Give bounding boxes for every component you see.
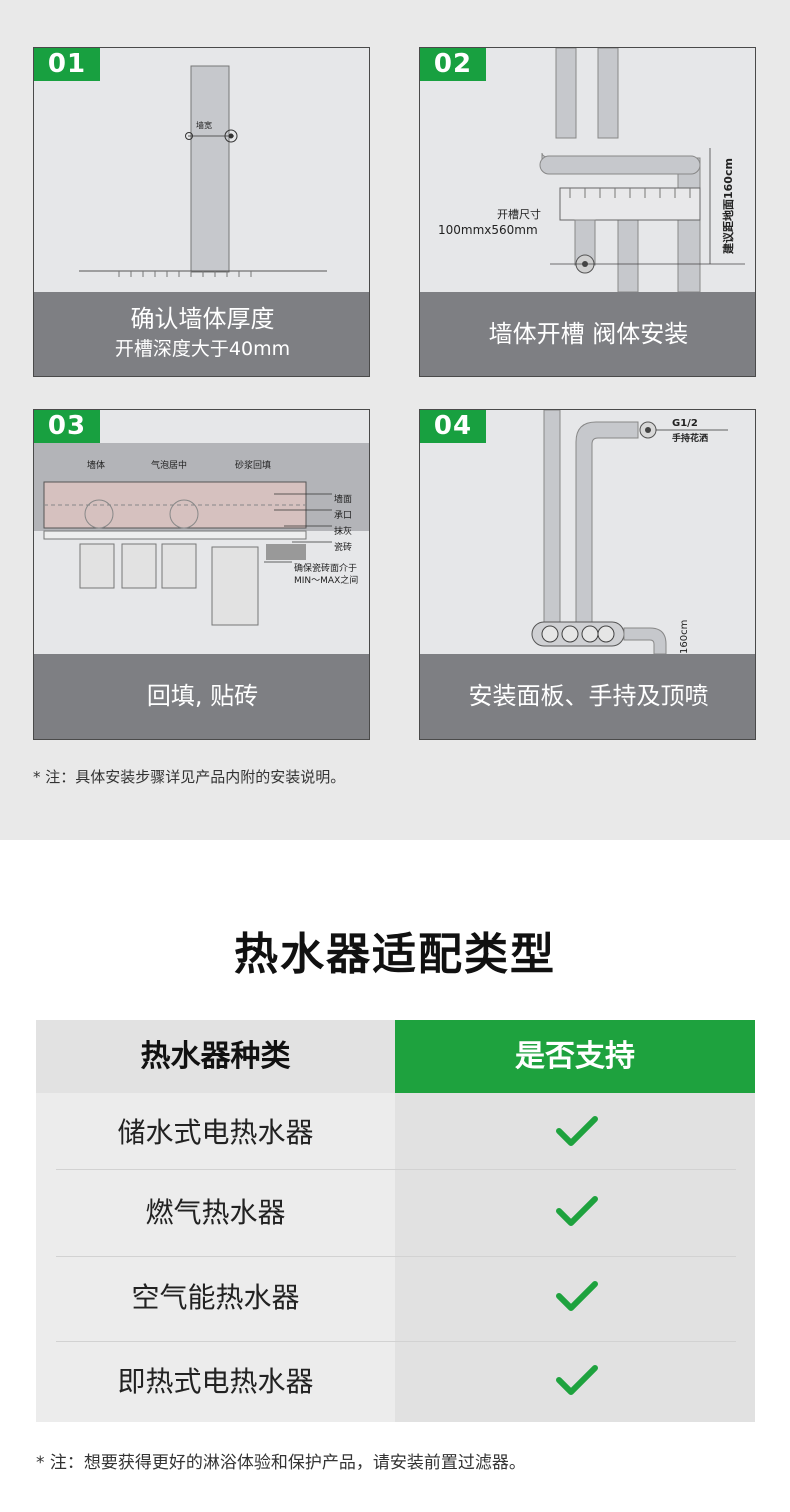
thread-label: G1/2 bbox=[672, 418, 698, 429]
heater-type: 燃气热水器 bbox=[145, 1196, 286, 1229]
step-card-03: 03 墙体 气泡居中 砂浆回填 墙面 承口 抹灰 瓷砖 确保瓷砖面介于 MIN～… bbox=[33, 409, 370, 740]
row-divider bbox=[56, 1169, 736, 1170]
heater-type: 即热式电热水器 bbox=[117, 1365, 314, 1398]
header-type: 热水器种类 bbox=[36, 1020, 395, 1093]
height-label: 建议距地面160cm bbox=[721, 158, 735, 254]
slot-size-value: 100mmx560mm bbox=[438, 223, 538, 237]
checkmark-icon bbox=[556, 1281, 598, 1311]
step-title: 墙体开槽 阀体安装 bbox=[488, 320, 689, 348]
checkmark-icon bbox=[556, 1365, 598, 1395]
step-title: 安装面板、手持及顶喷 bbox=[468, 682, 709, 710]
step-number: 04 bbox=[420, 410, 486, 443]
step-caption: 安装面板、手持及顶喷 bbox=[420, 654, 755, 739]
socket-label: 承口 bbox=[334, 510, 352, 521]
step-number: 02 bbox=[420, 48, 486, 81]
compat-table: 热水器种类 是否支持 储水式电热水器 燃气热水器 空气能热水器 即热式电热水器 bbox=[36, 1020, 755, 1422]
compat-title: 热水器适配类型 bbox=[234, 929, 556, 980]
step-subtitle: 开槽深度大于40mm bbox=[114, 338, 291, 360]
step-number: 03 bbox=[34, 410, 100, 443]
table-row: 空气能热水器 bbox=[36, 1258, 755, 1342]
checkmark-icon bbox=[556, 1196, 598, 1226]
slot-size-title: 开槽尺寸 bbox=[497, 207, 541, 221]
panel-shower-illustration: G1/2 手持花洒 160cm bbox=[531, 410, 728, 654]
row-divider bbox=[56, 1341, 736, 1342]
step-card-01: 01 墙宽 确认墙体厚度 开槽深度大于40mm bbox=[33, 47, 370, 377]
heater-type: 空气能热水器 bbox=[131, 1281, 300, 1314]
filter-note: * 注：想要获得更好的淋浴体验和保护产品，请安装前置过滤器。 bbox=[36, 1453, 526, 1473]
height-label: 160cm bbox=[679, 620, 690, 654]
table-row: 即热式电热水器 bbox=[36, 1342, 755, 1426]
plaster-label: 抹灰 bbox=[334, 525, 352, 537]
heater-type: 储水式电热水器 bbox=[117, 1116, 314, 1149]
wall-face-label: 墙面 bbox=[334, 493, 352, 505]
table-row: 燃气热水器 bbox=[36, 1173, 755, 1257]
minmax-label: MIN～MAX之间 bbox=[294, 574, 358, 586]
backfill-tiling-illustration: 墙体 气泡居中 砂浆回填 墙面 承口 抹灰 瓷砖 确保瓷砖面介于 MIN～MAX… bbox=[34, 443, 369, 626]
table-header: 热水器种类 是否支持 bbox=[36, 1020, 755, 1093]
table-body: 储水式电热水器 燃气热水器 空气能热水器 即热式电热水器 bbox=[36, 1093, 755, 1422]
wall-slot-valve-illustration: 开槽尺寸 100mmx560mm 建议距地面160cm bbox=[438, 48, 745, 292]
wall-label: 墙体 bbox=[87, 459, 105, 471]
mortar-label: 砂浆回填 bbox=[235, 459, 271, 471]
wall-width-label: 墙宽 bbox=[196, 120, 212, 130]
row-divider bbox=[56, 1256, 736, 1257]
step-caption: 墙体开槽 阀体安装 bbox=[420, 292, 755, 376]
install-note: * 注：具体安装步骤详见产品内附的安装说明。 bbox=[33, 768, 346, 786]
bubble-center-label: 气泡居中 bbox=[151, 459, 187, 471]
checkmark-icon bbox=[556, 1116, 598, 1146]
support-column-bg bbox=[395, 1093, 755, 1422]
table-row: 储水式电热水器 bbox=[36, 1093, 755, 1177]
step-card-04: 04 G1/2 手持花洒 160cm 安装面板、手持及顶喷 bbox=[419, 409, 756, 740]
handheld-label: 手持花洒 bbox=[672, 432, 708, 444]
step-card-02: 02 开槽尺寸 100mmx560mm 建议距地面160cm 墙体开槽 阀体安装 bbox=[419, 47, 756, 377]
step-caption: 确认墙体厚度 开槽深度大于40mm bbox=[34, 292, 369, 376]
tile-label: 瓷砖 bbox=[334, 541, 352, 553]
step-title: 确认墙体厚度 bbox=[130, 305, 275, 333]
step-caption: 回填, 贴砖 bbox=[34, 654, 369, 739]
step-number: 01 bbox=[34, 48, 100, 81]
wall-thickness-illustration: 墙宽 bbox=[79, 65, 327, 277]
step-title: 回填, 贴砖 bbox=[146, 682, 259, 710]
header-support: 是否支持 bbox=[395, 1020, 755, 1093]
ensure-label: 确保瓷砖面介于 bbox=[294, 562, 357, 574]
